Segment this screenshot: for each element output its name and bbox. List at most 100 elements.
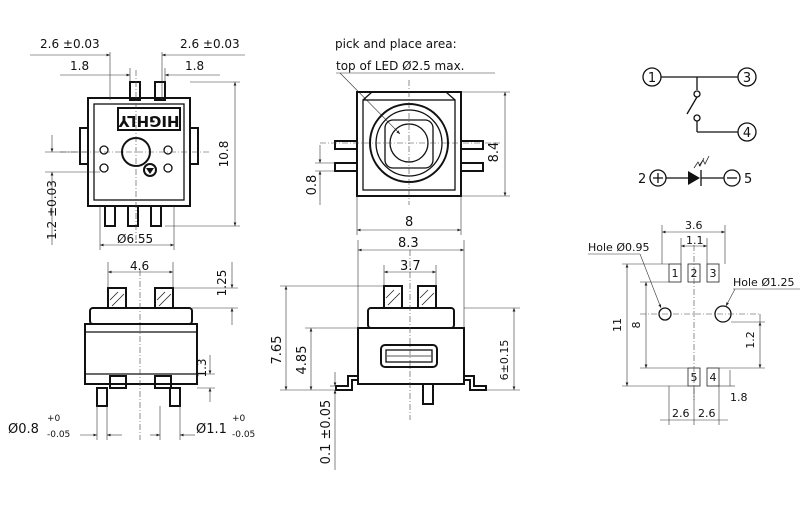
side-pin [96, 387, 108, 407]
dim-pin-0-8: Ø0.8 [8, 422, 39, 437]
polarity-mark [143, 163, 157, 177]
pad-layout: 1 2 3 5 4 3.6 1.1 Hole Ø0.95 Hole Ø1.25 [588, 219, 800, 425]
front-view: 8.3 3.7 7.65 4.85 6±0.15 0.1 ±0.05 [270, 236, 520, 470]
dim-front-3-7: 3.7 [400, 259, 421, 274]
pad-label-4: 4 [710, 371, 717, 384]
dim-front-4-85: 4.85 [295, 346, 310, 375]
dim-top-pitch-right: 2.6 ±0.03 [180, 37, 240, 51]
led-light-arrow [693, 157, 705, 169]
dim-pad-8: 8 [630, 322, 643, 329]
pick-place-line2: top of LED Ø2.5 max. [336, 59, 464, 73]
dim-height-10-8: 10.8 [217, 141, 231, 168]
minus-circle [723, 169, 741, 187]
dim-width-6-55: Ø6.55 [117, 232, 153, 246]
bottom-pin-3 [150, 205, 162, 227]
pad-label-1: 1 [672, 267, 679, 280]
hole-marker [99, 145, 109, 155]
polarity-arrow [146, 168, 154, 174]
dim-front-7-65: 7.65 [270, 336, 285, 365]
dim-top-inner-right: 1.8 [185, 59, 204, 73]
pick-place-line1: pick and place area: [335, 37, 457, 51]
label-hole-0-95: Hole Ø0.95 [588, 241, 649, 254]
led-tab [334, 140, 358, 150]
schematic: 1 3 4 2 5 [638, 67, 757, 187]
side-tab-left [79, 127, 89, 165]
dim-pin-0-8-tol-dn: -0.05 [47, 430, 70, 440]
pad-label-3: 3 [710, 267, 717, 280]
top-view: HIGHLY 2.6 ±0.03 2.6 ±0.03 1.8 1.8 10.8 [30, 37, 245, 250]
led-light-arrow [698, 155, 710, 167]
front-body [357, 327, 465, 385]
dim-side-4-6: 4.6 [130, 259, 149, 273]
dim-offset-1-2: 1.2 ±0.03 [45, 180, 59, 240]
side-pin [169, 387, 181, 407]
side-clip [154, 287, 174, 309]
front-pin [422, 383, 434, 405]
bottom-pin-2 [127, 205, 139, 227]
sch-pin-1: 1 [648, 71, 656, 86]
led-tab [460, 162, 484, 172]
dim-width-8: 8 [405, 215, 413, 230]
side-clip [107, 287, 127, 309]
leader-line [339, 72, 401, 135]
top-pin-right [154, 81, 166, 101]
clip-hatch [385, 289, 435, 306]
pad-4 [706, 367, 720, 387]
side-view: 4.6 1.25 1.3 Ø0.8 +0 -0.05 Ø1.1 +0 -0.05 [8, 259, 255, 440]
hole-marker [163, 163, 173, 173]
side-foot [109, 375, 127, 389]
led-symbol [688, 171, 700, 185]
dim-front-8-3: 8.3 [398, 236, 419, 251]
led-tab [460, 140, 484, 150]
led-top-view: pick and place area: top of LED Ø2.5 max… [305, 37, 510, 235]
label-hole-1-25: Hole Ø1.25 [733, 276, 794, 289]
front-window-inner [385, 349, 433, 363]
dim-front-0-1: 0.1 ±0.05 [319, 400, 334, 465]
dim-pin-1-1-tol-dn: -0.05 [232, 430, 255, 440]
sch-pin-2: 2 [638, 172, 646, 187]
switch-contact [693, 114, 701, 122]
side-foot [154, 375, 172, 389]
brand-text: HIGHLY [117, 112, 179, 130]
top-pin-left [129, 81, 141, 101]
side-body [84, 323, 198, 385]
sch-pin-4: 4 [743, 126, 751, 141]
brand-plate [117, 107, 181, 131]
dim-top-inner-left: 1.8 [70, 59, 89, 73]
leader-line [725, 288, 736, 307]
switch-contact [693, 90, 701, 98]
front-cap [367, 307, 455, 329]
dim-pad-11: 11 [611, 318, 624, 332]
dim-pin-0-8-tol-up: +0 [47, 414, 61, 424]
chamfer [445, 91, 456, 101]
gullwing-lead-right [464, 375, 487, 391]
leader-line [639, 253, 662, 309]
dim-height-8-4: 8.4 [487, 142, 502, 163]
dim-pad-1-2: 1.2 [744, 331, 757, 349]
dim-top-pitch-left: 2.6 ±0.03 [40, 37, 100, 51]
pad-label-2: 2 [691, 267, 698, 280]
chamfer [362, 91, 373, 101]
dim-side-1-25: 1.25 [215, 270, 229, 297]
switch-lever [686, 96, 698, 115]
dim-0-8: 0.8 [305, 175, 320, 196]
clip-hatch [109, 291, 172, 307]
dim-pad-2-6-left: 2.6 [672, 407, 690, 420]
dim-pin-1-1-tol-up: +0 [232, 414, 246, 424]
led-tab [334, 162, 358, 172]
sch-pin-5: 5 [744, 172, 752, 187]
pad-3 [706, 263, 720, 283]
front-window [380, 344, 438, 368]
dim-side-1-3: 1.3 [195, 358, 209, 377]
side-cap [89, 307, 193, 325]
plus-sign [653, 173, 663, 183]
hole-marker [99, 163, 109, 173]
dim-pin-1-1: Ø1.1 [196, 422, 227, 437]
dim-pad-2-6-right: 2.6 [698, 407, 716, 420]
gullwing-lead-left [335, 375, 358, 391]
dim-pad-1-8: 1.8 [730, 391, 748, 404]
sch-pin-3: 3 [743, 71, 751, 86]
dim-pad-3-6: 3.6 [685, 219, 703, 232]
dim-front-6: 6±0.15 [498, 340, 511, 381]
